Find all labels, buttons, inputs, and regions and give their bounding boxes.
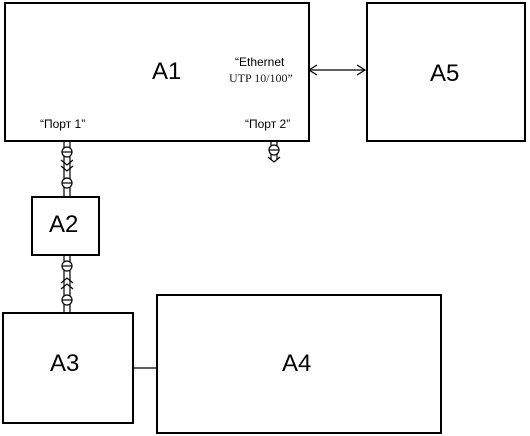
port2-connector	[267, 142, 281, 163]
block-a5-label: A5	[430, 60, 460, 87]
ethernet-label-line2: UTP 10/100”	[229, 71, 293, 85]
block-a5	[366, 2, 526, 142]
port2-label: “Порт 2”	[245, 117, 291, 131]
a2-a3-connector	[60, 256, 74, 313]
ethernet-link-arrow	[307, 64, 367, 76]
block-a1	[4, 2, 310, 142]
block-a4-label: A4	[282, 350, 312, 377]
block-a3-label: A3	[50, 350, 80, 377]
port1-connector	[60, 142, 74, 197]
port1-label: “Порт 1”	[40, 117, 86, 131]
block-a2-label: A2	[49, 211, 79, 238]
ethernet-label-line1: “Ethernet	[235, 55, 285, 69]
block-a2	[31, 196, 100, 256]
block-a3	[2, 312, 134, 424]
block-a1-label: A1	[152, 58, 182, 85]
block-a4	[156, 294, 442, 434]
